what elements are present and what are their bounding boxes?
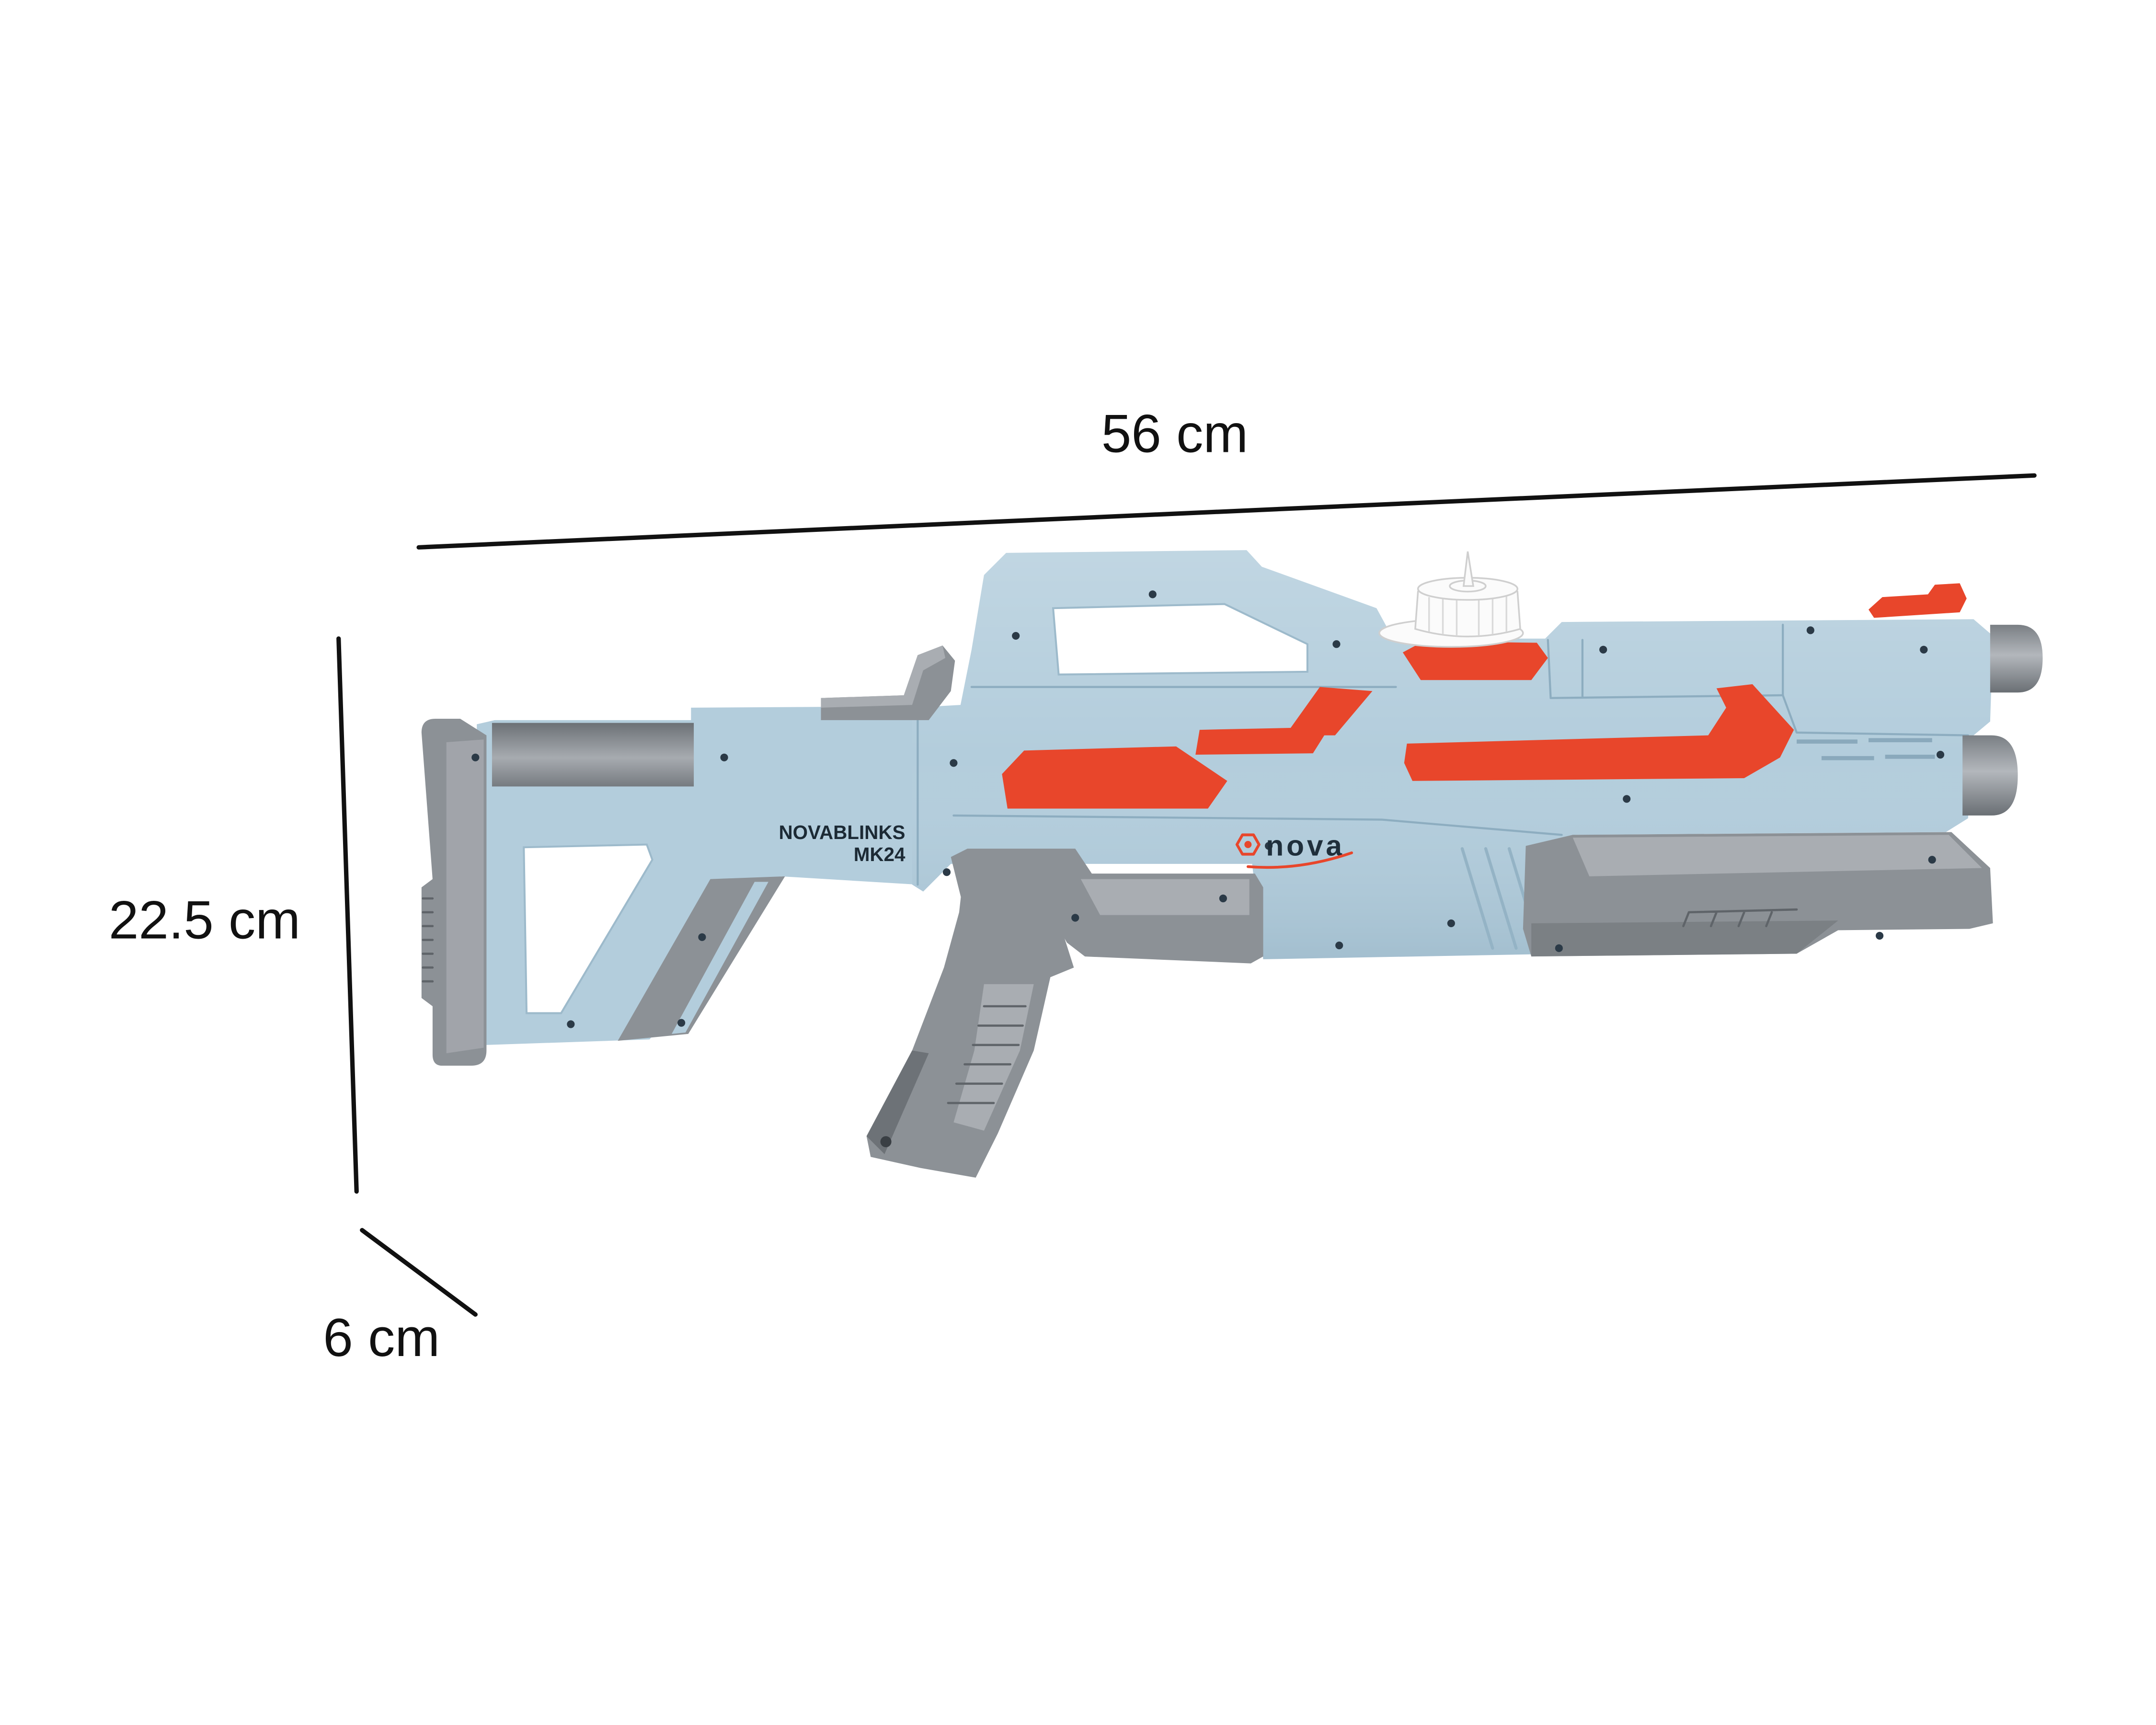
seam-mid-body bbox=[952, 814, 1563, 836]
pistol-grip bbox=[866, 862, 1074, 1178]
screw-dot bbox=[1071, 914, 1079, 922]
dimension-label-length: 56 cm bbox=[1101, 403, 1248, 463]
trigger-housing-panel bbox=[1080, 879, 1250, 915]
accent-panel-left bbox=[1002, 746, 1227, 809]
vent-slot bbox=[1885, 755, 1935, 759]
screw-dot bbox=[698, 933, 706, 941]
screw-dot bbox=[1265, 842, 1273, 850]
logo-swoosh bbox=[1246, 851, 1353, 869]
screw-dot bbox=[1012, 632, 1020, 640]
barrel-vents bbox=[1797, 738, 1935, 760]
dimension-label-height: 22.5 cm bbox=[109, 890, 300, 950]
screw-dot bbox=[1219, 894, 1227, 903]
fill-cap-base bbox=[1402, 641, 1548, 680]
grip-panel bbox=[953, 984, 1034, 1131]
screw-dot bbox=[950, 759, 958, 767]
butt-plate-face bbox=[446, 739, 484, 1054]
rib bbox=[1484, 847, 1518, 950]
carry-handle-opening bbox=[1052, 603, 1308, 676]
water-gun: NOVABLINKS MK24 nova bbox=[421, 550, 2043, 1178]
fill-cap-ribs bbox=[1428, 590, 1507, 636]
screw-dot bbox=[1875, 932, 1884, 940]
screw-dot bbox=[942, 868, 951, 876]
rib bbox=[1460, 847, 1494, 950]
dimension-line-depth bbox=[360, 1228, 478, 1317]
dimension-line-length bbox=[416, 473, 2037, 550]
buffer-tube bbox=[492, 723, 694, 787]
rail-teeth bbox=[1682, 908, 1798, 927]
hexagon-dot-icon bbox=[1244, 841, 1252, 849]
vent-slot bbox=[1821, 756, 1874, 760]
body-seams bbox=[917, 623, 1969, 886]
fill-cap bbox=[1378, 551, 1524, 648]
stock-strut-stripe bbox=[671, 882, 768, 1034]
brand-logo-text: nova bbox=[1266, 829, 1344, 862]
grip-backstrap bbox=[866, 1050, 929, 1154]
model-name: NOVABLINKS bbox=[779, 821, 905, 843]
grip-ridges bbox=[947, 1005, 1027, 1104]
butt-plate-ridges bbox=[422, 897, 434, 983]
accent-stripe-upper bbox=[1285, 687, 1373, 736]
accent-stripe-lower bbox=[1195, 727, 1330, 755]
lanyard-hole bbox=[880, 1136, 892, 1148]
screw-dot bbox=[1335, 942, 1343, 950]
ridge bbox=[422, 897, 434, 983]
screw-dots bbox=[471, 590, 1945, 1028]
screw-dot bbox=[1920, 645, 1928, 654]
vent-slot bbox=[1797, 739, 1858, 744]
screw-dot bbox=[1447, 919, 1455, 927]
screw-dot bbox=[677, 1019, 686, 1027]
dimension-line-height bbox=[336, 636, 359, 1194]
dimension-label-depth: 6 cm bbox=[323, 1307, 440, 1368]
brand-logo: nova bbox=[1235, 829, 1353, 869]
vent-slot bbox=[1869, 738, 1932, 743]
rail-bottom-band bbox=[1531, 920, 1838, 957]
fill-cap-vent-spike bbox=[1462, 551, 1475, 587]
screw-dot bbox=[1599, 645, 1607, 654]
muzzle-upper bbox=[1990, 624, 2043, 693]
front-sight bbox=[1869, 583, 1967, 618]
rear-sight-top bbox=[821, 645, 946, 708]
rail-top-face bbox=[1572, 835, 1982, 876]
screw-dot bbox=[567, 1020, 575, 1028]
screw-dot bbox=[1928, 856, 1936, 864]
screw-dot bbox=[1332, 640, 1341, 648]
screw-dot bbox=[1555, 944, 1563, 952]
screw-dot bbox=[720, 753, 728, 761]
screw-dot bbox=[1936, 750, 1945, 759]
model-number: MK24 bbox=[854, 843, 906, 865]
screw-dot bbox=[1806, 626, 1814, 634]
screw-dot bbox=[471, 753, 480, 761]
muzzle-lower bbox=[1962, 735, 2018, 816]
dimension-annotations: 56 cm 22.5 cm 6 cm bbox=[109, 403, 2037, 1368]
seam-barrel-top bbox=[1547, 639, 1784, 699]
screw-dot bbox=[1148, 590, 1157, 598]
seam-front-block bbox=[1781, 623, 1969, 736]
screw-dot bbox=[1623, 795, 1631, 803]
stock-cutout bbox=[523, 843, 654, 1014]
accent-bar-right bbox=[1404, 684, 1794, 781]
hexagon-icon bbox=[1235, 833, 1261, 856]
